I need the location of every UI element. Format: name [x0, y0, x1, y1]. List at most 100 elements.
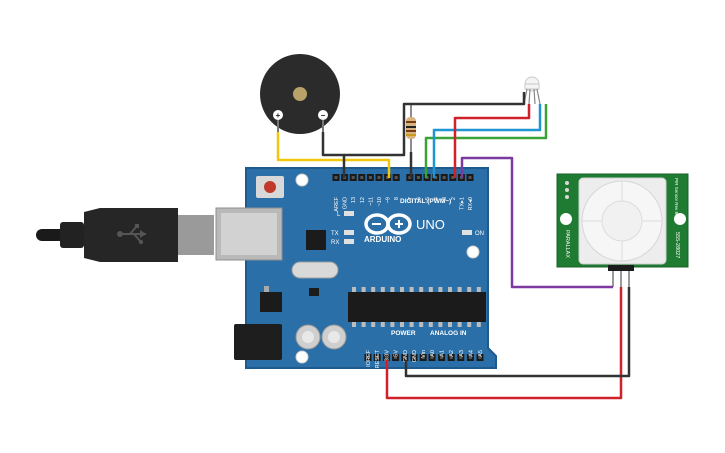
buzzer-plus-terminal[interactable]: [273, 110, 283, 120]
power-pin-label: RESET: [375, 349, 381, 368]
capacitor: [321, 324, 347, 350]
capacitor: [295, 324, 321, 350]
analog-pin-label: A5: [478, 350, 484, 357]
led-on-label: ON: [475, 231, 484, 237]
pir-part-number: 555-28027: [674, 232, 680, 258]
resistor-band: [406, 126, 416, 128]
chip-leg: [467, 287, 472, 292]
mounting-hole: [295, 350, 309, 364]
power-pin-label: GND: [412, 350, 418, 362]
pir-pin-header: [608, 265, 634, 271]
header-pin-socket: [442, 176, 446, 179]
header-pin-socket: [375, 356, 379, 359]
wire-pin-5-to-led-blue[interactable]: [432, 104, 542, 178]
arduino-uno-board[interactable]: L TX RX ON ARDUINO UNO DIGITAL (PWM~) PO…: [215, 167, 497, 369]
reset-button-cap[interactable]: [264, 181, 276, 193]
header-pin-socket: [386, 176, 390, 179]
pir-model-label: PIR Sensor Rev B: [674, 178, 679, 215]
header-pin-socket: [412, 356, 416, 359]
led-leg: [536, 88, 541, 105]
header-pin-socket: [440, 356, 444, 359]
analog-pin-label: A2: [449, 350, 455, 357]
digital-pin-label: TX▸1: [459, 197, 465, 210]
chip-leg: [371, 322, 376, 327]
pir-sensor[interactable]: PARALLAX 555-28027 PIR Sensor Rev B: [556, 173, 689, 287]
header-pin-socket: [366, 356, 370, 359]
led-tx-label: TX: [331, 231, 339, 237]
chip-leg: [476, 287, 481, 292]
wires: [276, 92, 631, 400]
digital-pin-label: 7: [408, 197, 414, 200]
digital-pin-label: 2: [451, 197, 457, 200]
small-chip: [309, 288, 319, 296]
header-pin-socket: [334, 176, 338, 179]
usb-cable[interactable]: [36, 208, 214, 262]
digital-header-label: DIGITAL (PWM~): [400, 198, 451, 205]
resistor-band: [406, 130, 416, 132]
header-pin-socket: [403, 356, 407, 359]
crystal-oscillator: [291, 261, 339, 279]
chip-leg: [352, 287, 356, 292]
header-pin-socket: [368, 176, 372, 179]
chip-leg: [390, 322, 395, 327]
wire-buzzer-plus-to-pin-9[interactable]: [276, 132, 391, 178]
pir-jumper-pin: [565, 195, 569, 199]
wire-pin-3-to-led-red[interactable]: [453, 104, 531, 178]
resistor[interactable]: [406, 104, 416, 152]
power-header[interactable]: [364, 354, 427, 361]
led-leg: [533, 88, 536, 105]
digital-pin-label: AREF: [334, 196, 340, 211]
wire-buzzer-minus-to-gnd[interactable]: [321, 132, 346, 178]
wire-gnd-to-pir-gnd[interactable]: [404, 287, 631, 378]
chip-leg: [419, 287, 424, 292]
chip-leg: [457, 322, 462, 327]
analog-pin-label: A3: [459, 350, 465, 357]
led-tx: [344, 230, 354, 235]
wire-pin-2-to-pir-out[interactable]: [460, 156, 613, 289]
chip-leg: [438, 322, 443, 327]
power-header-label: POWER: [391, 330, 416, 337]
arduino-infinity-logo: [364, 213, 412, 235]
analog-header-label: ANALOG IN: [430, 330, 467, 337]
chip-leg: [380, 322, 385, 327]
wire-5v-to-pir-vcc[interactable]: [385, 287, 623, 400]
power-pin-label: IOREF: [366, 349, 372, 366]
digital-pin-label: GND: [343, 197, 349, 209]
analog-pin-label: A4: [468, 350, 474, 357]
buzzer-minus-terminal[interactable]: [318, 110, 328, 120]
brand-label: ARDUINO: [364, 235, 401, 244]
chip-leg: [409, 287, 414, 292]
chip-leg: [400, 322, 404, 327]
chip-leg: [400, 287, 404, 292]
mounting-hole: [674, 213, 686, 225]
usb-chip: [306, 230, 326, 250]
header-pin-socket: [377, 176, 381, 179]
digital-pin-label: ~9: [386, 197, 392, 203]
chip-leg: [428, 322, 433, 327]
header-pin-socket: [459, 356, 463, 359]
wire-pin-6-to-led-green[interactable]: [424, 104, 548, 178]
chip-leg: [438, 287, 443, 292]
power-pin-label: GND: [403, 350, 409, 362]
header-pin-socket: [360, 176, 364, 179]
mounting-hole: [560, 213, 572, 225]
voltage-regulator: [260, 292, 282, 312]
chip-leg: [448, 287, 452, 292]
rgb-led[interactable]: [523, 76, 541, 105]
header-pin-socket: [416, 176, 420, 179]
resistor-band: [406, 134, 416, 136]
wire-resistor-to-led[interactable]: [344, 92, 526, 157]
buzzer-center: [293, 87, 307, 101]
digital-pin-label: 12: [360, 197, 366, 203]
piezo-buzzer[interactable]: + −: [260, 54, 340, 134]
chip-leg: [448, 322, 452, 327]
led-l: [344, 211, 354, 216]
chip-leg: [419, 322, 424, 327]
header-pin-socket: [394, 176, 398, 179]
digital-pin-label: 4: [434, 197, 440, 200]
analog-header[interactable]: [428, 354, 484, 361]
pir-lens-center: [601, 200, 643, 242]
header-pin-socket: [478, 356, 482, 359]
